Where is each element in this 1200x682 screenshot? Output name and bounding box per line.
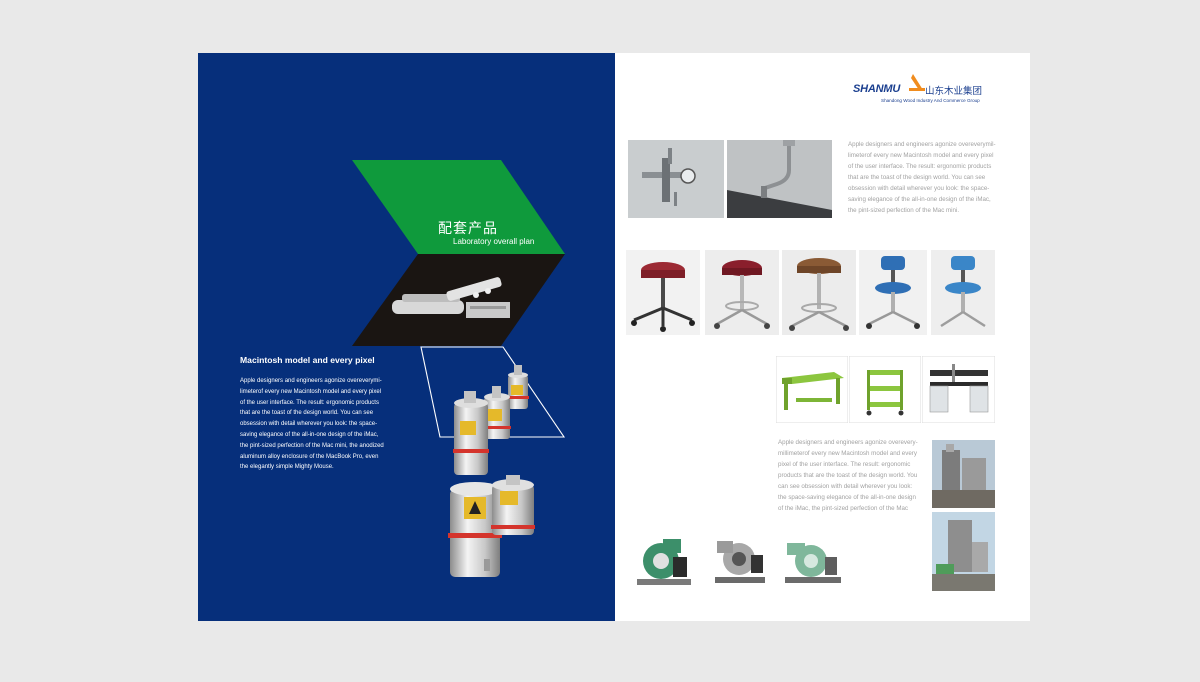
- caption-line: saving elegance of the all-in-one design…: [848, 196, 991, 203]
- body-line: obsession with detail wherever you look:…: [240, 421, 378, 428]
- caption-line: of the user interface. The result: ergon…: [848, 163, 992, 170]
- lab-accessory-photo: [352, 254, 565, 346]
- stool-red-casters: [626, 250, 700, 335]
- valve-photo: [628, 140, 724, 218]
- nozzle-photo: [727, 140, 832, 218]
- logo-brand: SHANMU: [853, 83, 901, 95]
- body-line: aluminum alloy enclosure of the MacBook …: [240, 453, 379, 460]
- stool-brown-chrome: [782, 250, 856, 335]
- section-subtitle: Laboratory overall plan: [453, 237, 535, 246]
- safety-cans: [448, 365, 535, 577]
- caption-line: that are the toast of the design world. …: [848, 174, 986, 181]
- logo-tagline: Shandong Wood Industry And Commerce Grou…: [881, 98, 980, 103]
- right-page: SHANMU 山东木业集团 Shandong Wood Industry And…: [615, 53, 1030, 621]
- company-logo: SHANMU 山东木业集团 Shandong Wood Industry And…: [853, 74, 1003, 108]
- caption-line: the space-saving elegance of the all-in-…: [778, 494, 916, 501]
- caption-line: Apple designers and engineers agonize ov…: [778, 439, 918, 446]
- caption-line: obsession with detail wherever you look:…: [848, 185, 990, 192]
- caption-line: millimeterof every new Macintosh model a…: [778, 450, 917, 457]
- left-heading: Macintosh model and every pixel: [240, 355, 375, 365]
- left-page: 配套产品 Laboratory overall plan: [198, 53, 615, 621]
- caption-line: limeterof every new Macintosh model and …: [848, 152, 994, 159]
- section-title-cn: 配套产品: [438, 220, 498, 236]
- body-line: that are the toast of the design world. …: [240, 410, 374, 417]
- cart-green: [849, 356, 921, 423]
- lab-bench: [922, 356, 995, 423]
- caption-line: can see obsession with detail wherever y…: [778, 483, 913, 490]
- caption-bottom: Apple designers and engineers agonize ov…: [778, 437, 918, 514]
- workbench-green: [776, 356, 848, 423]
- brochure-spread: 配套产品 Laboratory overall plan: [198, 53, 1030, 621]
- blower-green: [633, 531, 695, 593]
- fume-hood-photo-2: [932, 512, 995, 591]
- blower-gray: [709, 531, 771, 593]
- left-body-text: Apple designers and engineers agonize ov…: [240, 376, 384, 473]
- green-chevron-banner: [352, 160, 565, 254]
- body-line: limeterof every new Macintosh model and …: [240, 388, 382, 395]
- caption-line: pixel of the user interface. The result:…: [778, 461, 911, 468]
- fume-hood-photo-1: [932, 440, 995, 508]
- body-line: of the user interface. The result: ergon…: [240, 399, 379, 406]
- chair-blue-casters: [859, 250, 927, 335]
- caption-top: Apple designers and engineers agonize ov…: [848, 139, 996, 216]
- outline-frame: [420, 346, 566, 438]
- caption-line: products that are the toast of the desig…: [778, 472, 918, 479]
- blower-teal: [781, 531, 845, 593]
- body-line: saving elegance of the all-in-one design…: [240, 431, 379, 438]
- logo-mark-icon: [909, 74, 925, 91]
- body-line: Apple designers and engineers agonize ov…: [240, 378, 382, 384]
- body-line: the elegantly simple Mighty Mouse.: [240, 464, 334, 471]
- caption-line: of the iMac, the pint-sized perfection o…: [778, 505, 909, 512]
- body-line: the pint-sized perfection of the Mac min…: [240, 442, 384, 449]
- chair-blue-glides: [931, 250, 995, 335]
- logo-brand-cn: 山东木业集团: [925, 86, 983, 97]
- stool-red-chrome: [705, 250, 779, 335]
- caption-line: Apple designers and engineers agonize ov…: [848, 141, 996, 148]
- caption-line: the pint-sized perfection of the Mac min…: [848, 207, 960, 214]
